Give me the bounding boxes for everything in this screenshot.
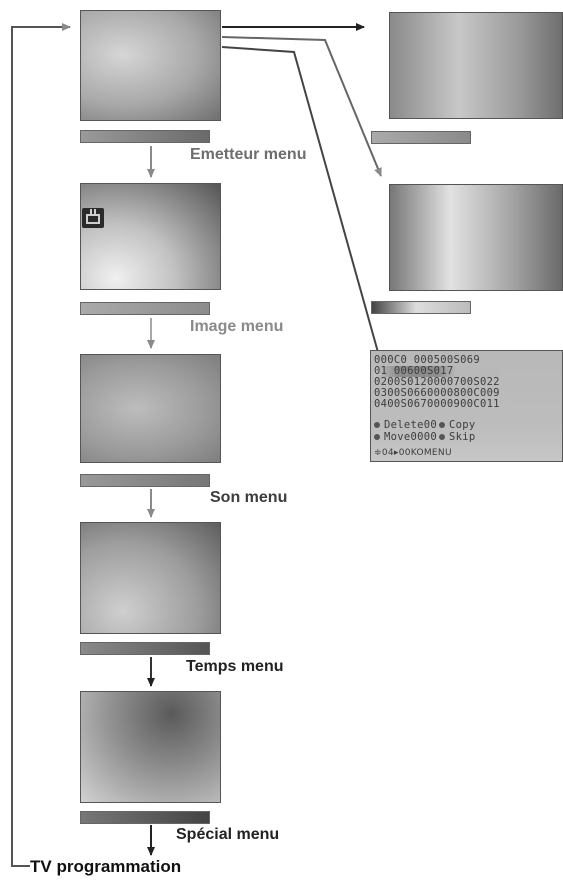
programme-row: 0400S0670000900C011 <box>374 398 500 410</box>
submenu-bar <box>371 131 471 144</box>
bullet-icon <box>374 422 380 428</box>
programme-footer: ≑04▸00KOMENU <box>374 448 452 458</box>
arrow-right-icon <box>221 36 382 177</box>
menu-bar <box>80 811 210 824</box>
programme-list: 000C0 000500S069 01 00600S017 0200S01200… <box>374 355 500 410</box>
programme-actions: Delete00 Copy Move0000 Skip <box>374 419 475 443</box>
menu-bar <box>80 130 210 143</box>
son-screen <box>80 354 221 463</box>
bullet-icon <box>438 434 445 440</box>
menu-bar <box>80 642 210 655</box>
emetteur-menu-label: Emetteur menu <box>190 146 307 163</box>
tv-programmation-label: TV programmation <box>30 857 182 876</box>
programme-row: 0200S0120000700S022 <box>374 376 500 388</box>
programme-row: 000C0 000500S069 <box>374 354 480 366</box>
move-label: Move0000 <box>384 431 437 443</box>
image-menu-label: Image menu <box>190 318 284 335</box>
tv-icon <box>82 208 104 228</box>
programme-row: 0300S0660000800C009 <box>374 387 500 399</box>
special-screen <box>80 691 221 803</box>
submenu-bar <box>371 301 471 314</box>
copy-label: Copy <box>448 419 476 431</box>
menu-bar <box>80 474 210 487</box>
submenu-screen-1 <box>389 12 563 119</box>
bullet-icon <box>438 422 445 428</box>
programme-list-screen: 000C0 000500S069 01 00600S017 0200S01200… <box>370 350 563 462</box>
bullet-icon <box>374 434 380 440</box>
programme-row-selected: 01 00600S017 <box>374 366 500 377</box>
temps-screen <box>80 522 221 634</box>
delete-copy-row: Delete00 Copy <box>374 419 475 431</box>
image-screen <box>80 183 221 290</box>
arrow-right-icon <box>221 46 383 364</box>
move-skip-row: Move0000 Skip <box>374 431 475 443</box>
delete-label: Delete00 <box>384 419 437 431</box>
emetteur-screen <box>80 10 221 121</box>
son-menu-label: Son menu <box>210 489 288 506</box>
loop-back-line <box>11 23 71 867</box>
temps-menu-label: Temps menu <box>186 658 284 675</box>
menu-bar <box>80 302 210 315</box>
special-menu-label: Spécial menu <box>176 826 280 843</box>
submenu-screen-2 <box>389 184 563 291</box>
skip-label: Skip <box>448 431 476 443</box>
